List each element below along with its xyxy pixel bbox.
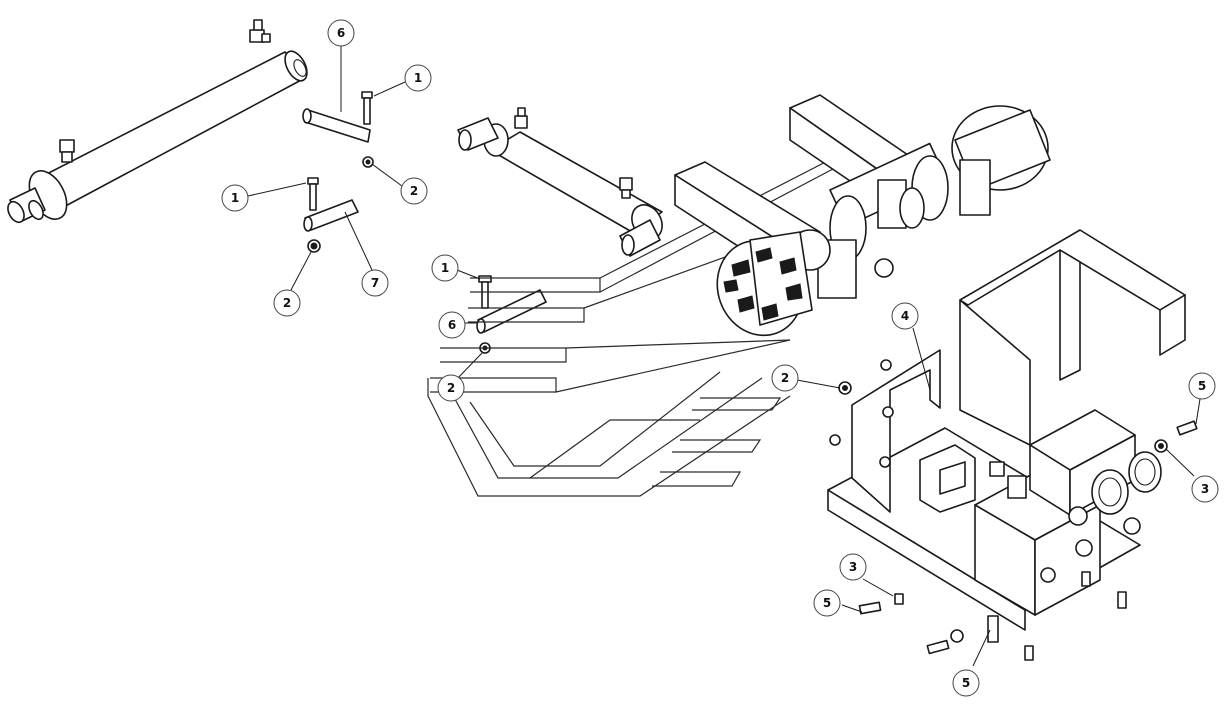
callout-label: 2 (447, 381, 455, 395)
callout-label: 7 (371, 276, 379, 290)
callout-c1: 6 (327, 19, 355, 47)
frame-outline (427, 151, 851, 497)
hydraulic-cylinder-left (7, 19, 308, 224)
callout-label: 5 (823, 596, 831, 610)
callout-balloons: 6 1 2 1 7 2 1 6 2 4 2 5 3 3 5 5 (221, 19, 1219, 697)
pin-upper (302, 108, 371, 143)
callout-label: 5 (962, 676, 970, 690)
callout-c14: 3 (839, 553, 867, 581)
bolt-middle (307, 177, 319, 211)
callout-c15: 5 (813, 589, 841, 617)
callout-c4: 1 (221, 184, 249, 212)
callout-c3: 2 (400, 177, 428, 205)
callout-label: 1 (441, 261, 449, 275)
callout-label: 4 (901, 309, 909, 323)
callout-c11: 2 (771, 364, 799, 392)
hydraulic-cylinder-center (457, 107, 663, 257)
callout-label: 1 (414, 71, 422, 85)
callout-label: 5 (1198, 379, 1206, 393)
callout-c10: 4 (891, 302, 919, 330)
callout-c13: 3 (1191, 475, 1219, 503)
callout-label: 1 (231, 191, 239, 205)
callout-c9: 2 (437, 374, 465, 402)
loose-hardware (829, 359, 1198, 661)
nut-middle (307, 239, 321, 253)
callout-c6: 2 (273, 289, 301, 317)
callout-c5: 7 (361, 269, 389, 297)
pin-middle (303, 199, 359, 232)
callout-label: 2 (410, 184, 418, 198)
leader-lines (247, 43, 1201, 667)
callout-c12: 5 (1188, 372, 1216, 400)
callout-c2: 1 (404, 64, 432, 92)
callout-c7: 1 (431, 254, 459, 282)
callout-label: 2 (781, 371, 789, 385)
callout-label: 2 (283, 296, 291, 310)
callout-label: 3 (849, 560, 857, 574)
hub-studs (723, 247, 803, 321)
callout-label: 6 (337, 26, 345, 40)
wheel-hub (716, 231, 813, 337)
bolt-upper (361, 91, 373, 125)
nut-upper (362, 156, 374, 168)
callout-label: 6 (448, 318, 456, 332)
callout-c16: 5 (952, 669, 980, 697)
callout-label: 3 (1201, 482, 1209, 496)
axle-assembly (674, 94, 1051, 299)
valve-block (974, 409, 1162, 616)
callout-c8: 6 (438, 311, 466, 339)
